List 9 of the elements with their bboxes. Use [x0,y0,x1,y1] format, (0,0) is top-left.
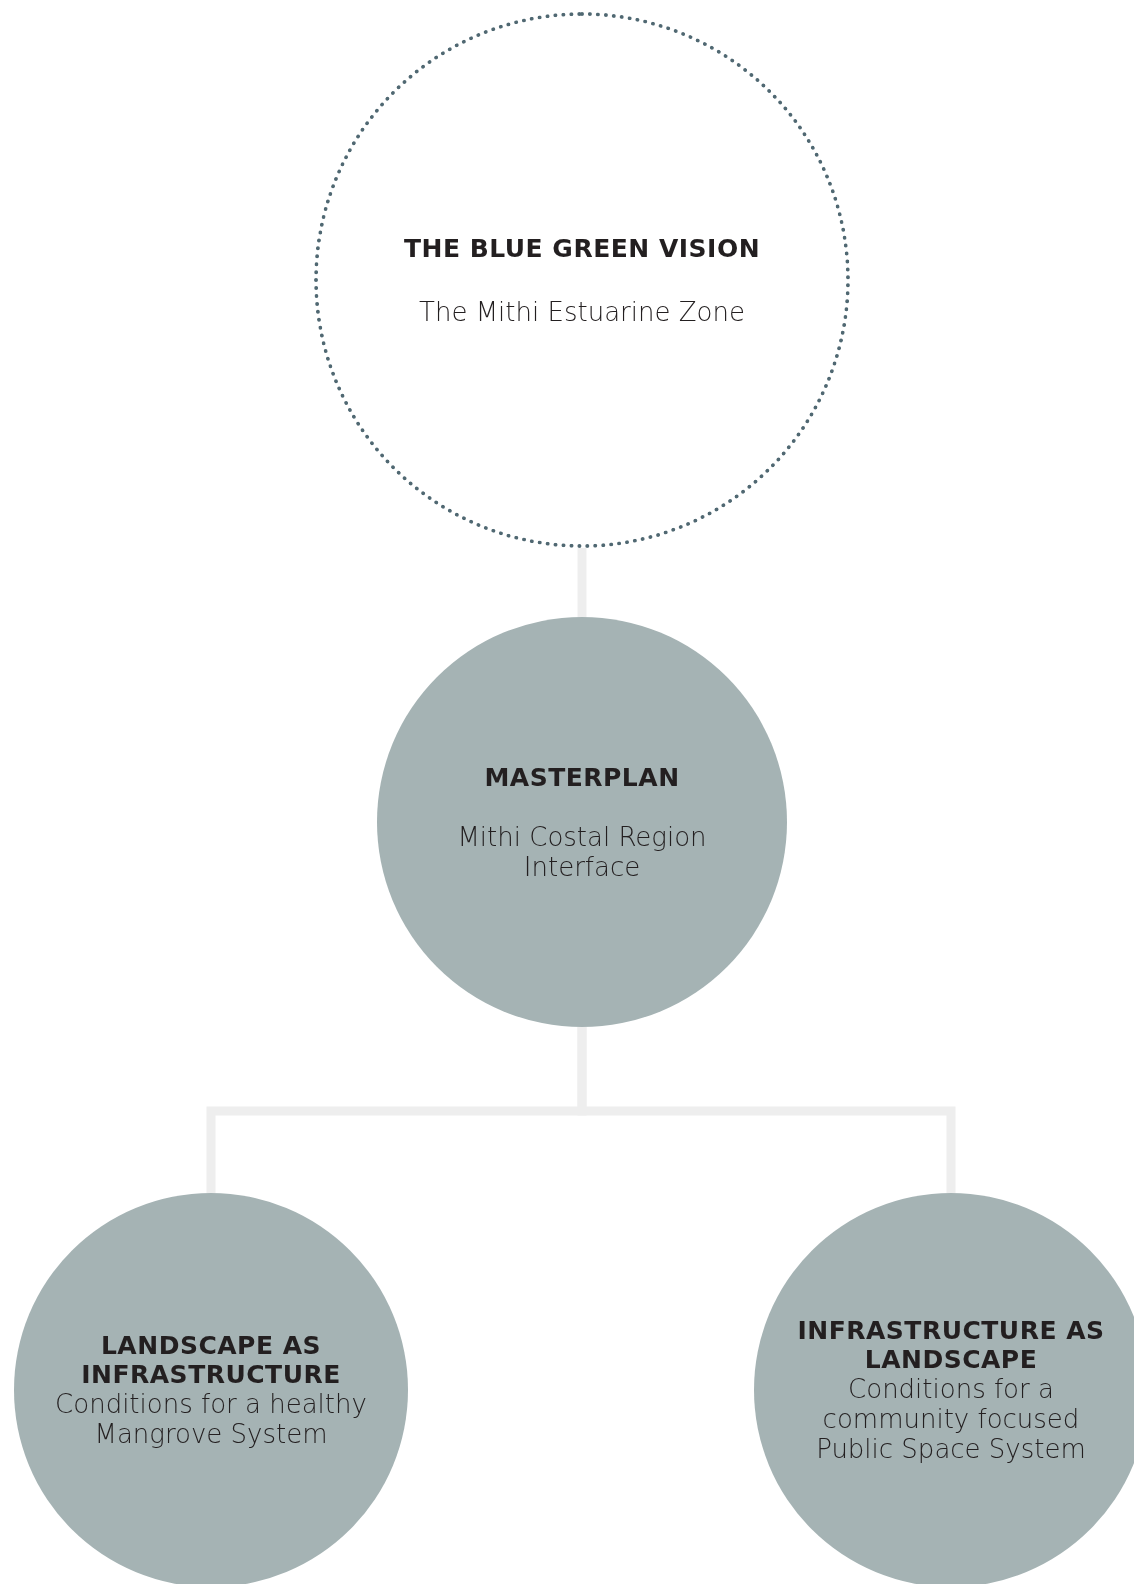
heading: INFRASTRUCTURE AS LANDSCAPE [796,1316,1106,1374]
description: Conditions for a community focused Public Space System [815,1374,1087,1464]
description: Conditions for a healthy Mangrove System [54,1389,368,1449]
heading: MASTERPLAN [484,762,680,792]
heading: THE BLUE GREEN VISION [403,233,761,263]
heading: LANDSCAPE AS INFRASTRUCTURE [80,1331,342,1389]
connector-line [577,548,587,617]
description: Mithi Costal Region Interface [456,821,708,882]
description: The Mithi Estuarine Zone [419,296,745,327]
